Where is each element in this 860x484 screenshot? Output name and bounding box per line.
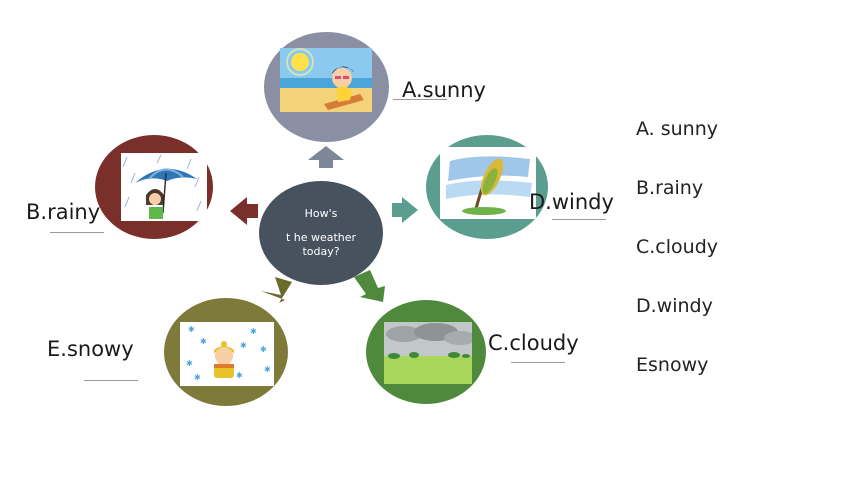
option-a: A. sunny: [636, 118, 719, 140]
center-line-1: How's: [304, 207, 338, 220]
option-e: Esnowy: [636, 354, 709, 376]
blank-windy: [552, 219, 606, 220]
arrow-down-left: [261, 277, 292, 303]
option-b: B.rainy: [636, 177, 704, 199]
node-sunny: [264, 32, 389, 142]
svg-text:✱: ✱: [260, 345, 267, 354]
windy-picture: [440, 147, 536, 219]
blank-snowy: [84, 380, 138, 381]
beach-sun-icon: [280, 48, 372, 112]
label-rainy: B.rainy: [26, 200, 101, 224]
arrow-down-right: [354, 270, 385, 302]
blank-sunny: [393, 99, 447, 100]
label-snowy: E.snowy: [47, 337, 134, 361]
svg-text:✱: ✱: [194, 373, 201, 382]
node-snowy: ✱✱✱ ✱✱✱ ✱✱✱: [164, 298, 288, 406]
umbrella-rain-icon: [121, 153, 207, 221]
snowy-picture: ✱✱✱ ✱✱✱ ✱✱✱: [180, 322, 274, 386]
cloudy-field-icon: [384, 322, 472, 384]
center-hub: How's t he weather today?: [259, 181, 383, 285]
svg-text:✱: ✱: [240, 341, 247, 350]
node-rainy: [95, 135, 213, 239]
sunny-picture: [280, 48, 372, 112]
svg-text:✱: ✱: [250, 327, 257, 336]
node-windy: [426, 135, 548, 239]
center-line-3: today?: [302, 245, 340, 258]
option-c: C.cloudy: [636, 236, 719, 258]
blank-cloudy: [511, 362, 565, 363]
label-cloudy: C.cloudy: [488, 331, 579, 355]
label-sunny: A.sunny: [402, 78, 486, 102]
arrow-right: [392, 197, 418, 223]
svg-text:✱: ✱: [236, 371, 243, 380]
option-d: D.windy: [636, 295, 713, 317]
windy-tree-icon: [440, 147, 536, 219]
center-line-2: t he weather: [285, 231, 357, 244]
svg-text:✱: ✱: [188, 325, 195, 334]
svg-text:✱: ✱: [186, 359, 193, 368]
arrow-up: [308, 146, 344, 168]
label-windy: D.windy: [529, 190, 614, 214]
node-cloudy: [366, 300, 486, 404]
cloudy-picture: [384, 322, 472, 384]
rainy-picture: [121, 153, 207, 221]
blank-rainy: [50, 232, 104, 233]
svg-text:✱: ✱: [264, 365, 271, 374]
arrow-left: [230, 197, 258, 225]
snowy-child-icon: ✱✱✱ ✱✱✱ ✱✱✱: [180, 322, 274, 386]
svg-text:✱: ✱: [200, 337, 207, 346]
